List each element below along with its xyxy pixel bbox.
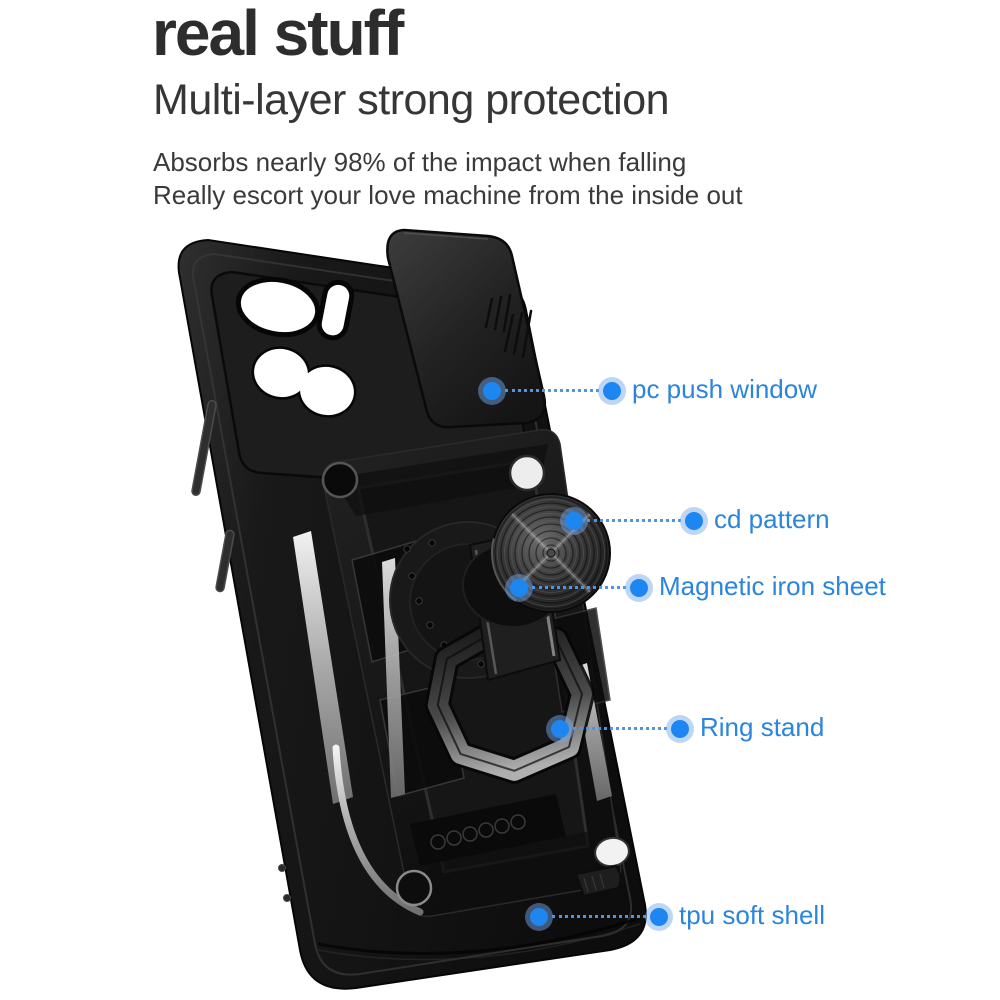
marker-dot-icon xyxy=(510,579,528,597)
plate-screw-bottom-left xyxy=(395,869,433,907)
description-line-1: Absorbs nearly 98% of the impact when fa… xyxy=(153,147,687,177)
camera-hole-large xyxy=(235,276,321,338)
tpu-seam xyxy=(317,916,641,956)
marker-dot-icon xyxy=(483,382,501,400)
honeycomb-texture xyxy=(410,794,566,866)
callout-label: Magnetic iron sheet xyxy=(659,571,886,601)
plate-bottom-bevel xyxy=(418,830,606,900)
callout-label: tpu soft shell xyxy=(679,900,825,930)
slide-cover xyxy=(386,228,547,429)
marker-dot-icon xyxy=(603,382,621,400)
marker-dot-icon xyxy=(650,908,668,926)
camera-hole-pill xyxy=(316,279,355,341)
description-text: Absorbs nearly 98% of the impact when fa… xyxy=(153,146,743,212)
description-line-2: Really escort your love machine from the… xyxy=(153,180,743,210)
callout-dotted-line xyxy=(587,519,681,522)
grip-tab xyxy=(574,864,622,898)
plate-screw-top-right xyxy=(508,454,546,492)
callout-dotted-line xyxy=(532,586,626,589)
page-subtitle: Multi-layer strong protection xyxy=(153,76,670,124)
marker-dot-icon xyxy=(551,720,569,738)
marker-dot-icon xyxy=(565,512,583,530)
callout-dotted-line xyxy=(505,389,599,392)
marker-dot-icon xyxy=(630,579,648,597)
plate-screw-top-left xyxy=(321,461,359,499)
page-title: real stuff xyxy=(152,0,404,69)
plate-top-bevel xyxy=(332,444,548,516)
silver-accent-left xyxy=(293,531,353,804)
bottom-port-dot xyxy=(278,864,286,872)
callout-label: cd pattern xyxy=(714,504,830,534)
marker-dot-icon xyxy=(685,512,703,530)
tpu-seam-highlight xyxy=(317,923,641,961)
cover-grooves xyxy=(484,293,533,359)
callout-label: pc push window xyxy=(632,374,817,404)
callout-dotted-line xyxy=(552,915,646,918)
power-button xyxy=(215,529,235,593)
marker-dot-icon xyxy=(671,720,689,738)
silver-accent-mid xyxy=(382,558,405,798)
volume-button xyxy=(191,399,217,497)
cd-pattern-disc xyxy=(491,493,611,613)
camera-hole-dual xyxy=(251,346,357,418)
callout-label: Ring stand xyxy=(700,712,825,742)
silver-accent-corner xyxy=(332,744,424,916)
marker-dot-icon xyxy=(530,908,548,926)
callout-dotted-line xyxy=(573,727,667,730)
bottom-port-dot xyxy=(283,894,291,902)
